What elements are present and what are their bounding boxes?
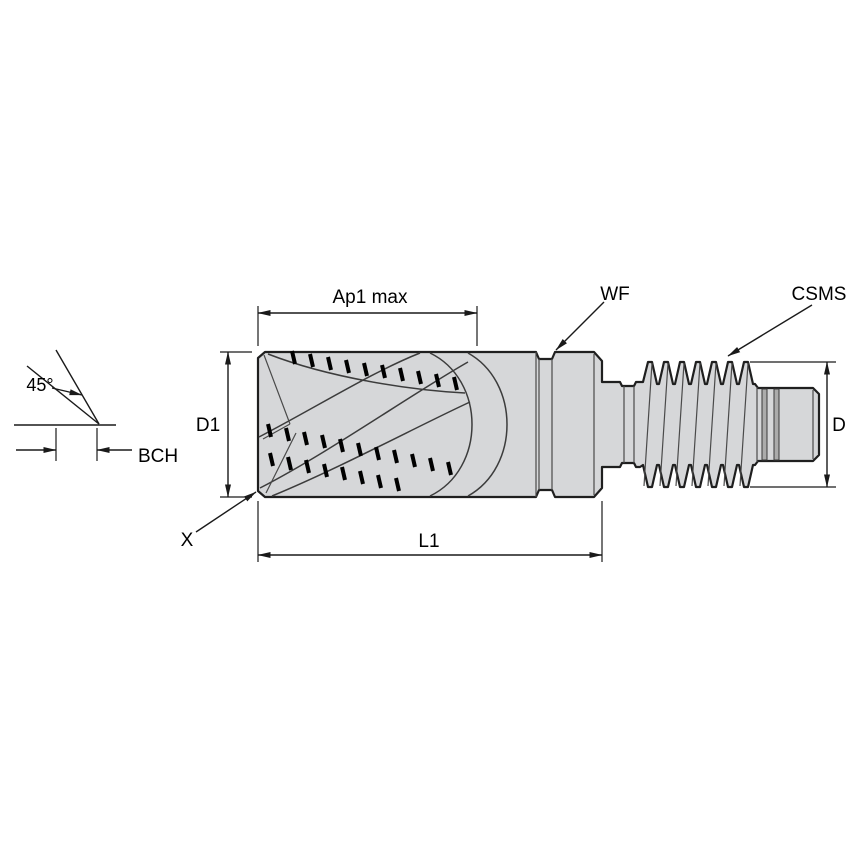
chamfer-facet-line bbox=[26, 365, 100, 425]
csms-leader-arrow bbox=[727, 304, 813, 357]
l1-label: L1 bbox=[418, 531, 439, 552]
chamfer-angle-label: 45° bbox=[26, 375, 53, 395]
serration-band-top bbox=[290, 350, 459, 391]
wf-leader-arrow bbox=[555, 301, 605, 351]
flute-edge-4 bbox=[267, 353, 466, 394]
d-label: D bbox=[832, 415, 846, 436]
x-leader-arrow bbox=[195, 491, 257, 533]
bch-label: BCH bbox=[138, 446, 178, 467]
d1-label: D1 bbox=[196, 415, 220, 436]
serration-band-middle bbox=[266, 423, 453, 476]
pilot-groove-1 bbox=[761, 388, 768, 461]
x-label: X bbox=[181, 530, 194, 551]
flute-edge-1 bbox=[259, 361, 469, 489]
end-face-gashes bbox=[262, 354, 297, 494]
flute-runout-arc-2 bbox=[467, 352, 508, 497]
tool-body bbox=[256, 350, 821, 499]
thread-flank-lines bbox=[643, 362, 749, 487]
csms-label: CSMS bbox=[792, 284, 847, 305]
wf-label: WF bbox=[600, 284, 630, 305]
flute-edge-2 bbox=[258, 352, 421, 438]
pilot-groove-2 bbox=[773, 388, 780, 461]
chamfer-flank-line bbox=[55, 349, 100, 425]
angle-leader-arrow bbox=[51, 387, 83, 396]
flute-runout-arc-1 bbox=[429, 352, 473, 497]
serration-band-bottom bbox=[268, 452, 401, 492]
ap1-max-label: Ap1 max bbox=[333, 287, 408, 308]
chamfer-detail: 45° BCH bbox=[14, 349, 178, 467]
dimensions: Ap1 max D1 L1 D WF CSMS X bbox=[181, 284, 847, 562]
